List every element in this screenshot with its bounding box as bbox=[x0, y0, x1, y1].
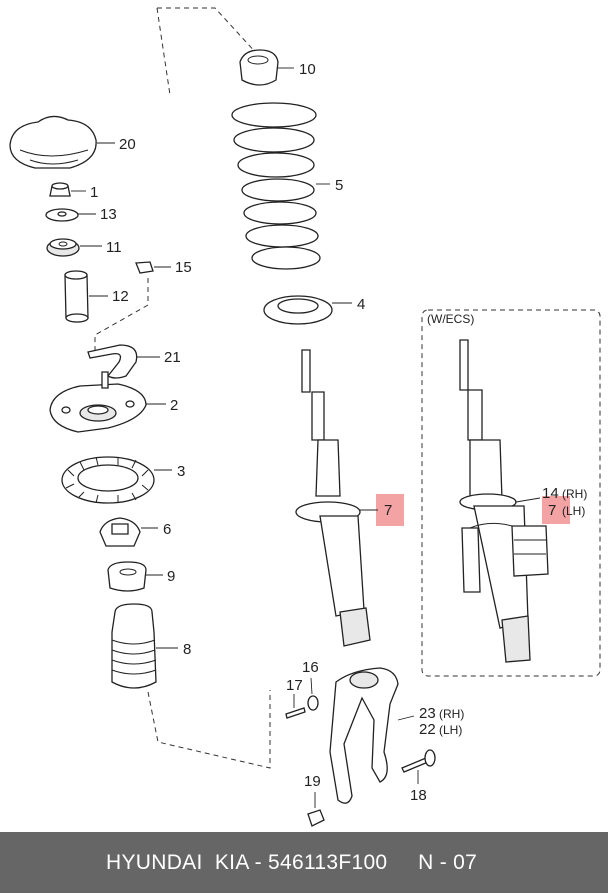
ecs-inset-frame bbox=[421, 309, 601, 677]
ecs-callout-7: 7 bbox=[548, 502, 556, 519]
ecs-callout-7-side: (LH) bbox=[562, 504, 585, 518]
dashed-leader-bottom bbox=[147, 690, 271, 769]
footer-brand: HYUNDAI KIA - 546113F100 bbox=[106, 851, 388, 874]
footer-bar: HYUNDAI KIA - 546113F100 N - 07 bbox=[0, 832, 608, 893]
callout-11: 11 bbox=[106, 239, 122, 256]
callout-23-side: (RH) bbox=[439, 707, 464, 721]
part-3-bearing: 3 bbox=[61, 456, 185, 504]
callout-12: 12 bbox=[112, 288, 129, 305]
ecs-shock-absorber bbox=[459, 339, 549, 663]
callout-10: 10 bbox=[299, 61, 316, 78]
footer-page: N - 07 bbox=[418, 851, 478, 874]
callout-15: 15 bbox=[175, 259, 192, 276]
callout-8: 8 bbox=[183, 641, 191, 658]
callout-7-highlight bbox=[376, 494, 404, 526]
part-6-bracket: 6 bbox=[99, 517, 171, 547]
callout-3: 3 bbox=[177, 463, 185, 480]
callout-1: 1 bbox=[90, 184, 98, 201]
part-13-washer: 13 bbox=[45, 206, 117, 223]
part-12-bushing: 12 bbox=[64, 270, 129, 323]
part-11-spacer: 11 bbox=[46, 238, 122, 257]
callout-2: 2 bbox=[170, 397, 178, 414]
dashed-leader-mid bbox=[94, 278, 149, 350]
part-15-nut: 15 bbox=[135, 259, 192, 276]
callout-18: 18 bbox=[410, 787, 427, 804]
part-16-washer: 16 bbox=[302, 659, 319, 711]
part-10-insulator: 10 bbox=[239, 49, 316, 86]
callout-19: 19 bbox=[304, 773, 321, 790]
part-18-bolt: 18 bbox=[401, 749, 436, 804]
footer-text: HYUNDAI KIA - 546113F100 N - 07 bbox=[106, 851, 477, 875]
part-7-shock-absorber bbox=[295, 349, 371, 647]
part-8-dust-boot: 8 bbox=[111, 603, 191, 689]
callout-9: 9 bbox=[167, 568, 175, 585]
exploded-parts-diagram: 20 1 13 11 12 15 21 bbox=[9, 7, 601, 827]
part-21-bracket: 21 bbox=[87, 344, 181, 379]
ecs-callout-14-side: (RH) bbox=[562, 487, 587, 501]
callout-5: 5 bbox=[335, 177, 343, 194]
part-2-mount-plate: 2 bbox=[49, 371, 178, 433]
ecs-inset-title: (W/ECS) bbox=[427, 312, 474, 326]
callout-20: 20 bbox=[119, 136, 136, 153]
callout-22-side: (LH) bbox=[439, 723, 462, 737]
callout-22: 22 bbox=[419, 721, 436, 738]
dashed-leader-top bbox=[156, 7, 259, 96]
part-19-nut: 19 bbox=[304, 773, 325, 827]
part-23-fork: 23 (RH) 22 (LH) bbox=[329, 667, 464, 804]
callout-13: 13 bbox=[100, 206, 117, 223]
part-17-bolt: 17 bbox=[285, 677, 306, 719]
callout-21: 21 bbox=[164, 349, 181, 366]
callout-17: 17 bbox=[286, 677, 303, 694]
part-20-cap: 20 bbox=[9, 115, 136, 169]
callout-7: 7 bbox=[384, 502, 392, 519]
part-9-bump-stopper: 9 bbox=[107, 561, 175, 592]
part-4-spring-seat: 4 bbox=[263, 295, 365, 325]
ecs-callout-14: 14 bbox=[542, 485, 559, 502]
ecs-callout-7-highlight bbox=[542, 496, 570, 524]
part-5-coil-spring: 5 bbox=[231, 102, 343, 270]
callout-4: 4 bbox=[357, 296, 365, 313]
part-1-nut: 1 bbox=[49, 182, 98, 201]
callout-6: 6 bbox=[163, 521, 171, 538]
callout-16: 16 bbox=[302, 659, 319, 676]
callout-23: 23 bbox=[419, 705, 436, 722]
